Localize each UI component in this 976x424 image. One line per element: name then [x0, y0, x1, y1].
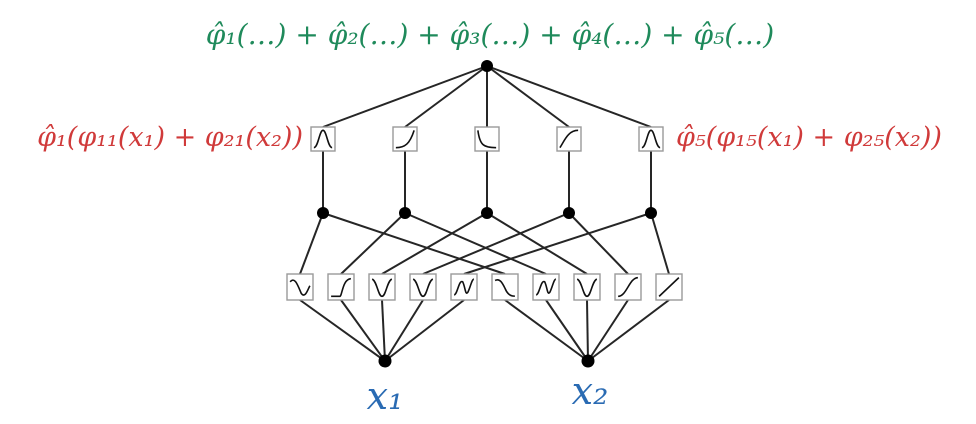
step-icon [331, 279, 351, 297]
edge-hidden-to-inner [463, 212, 652, 275]
output-sum-label: φ̂₁(…) + φ̂₂(…) + φ̂₃(…) + φ̂₄(…) + φ̂₅(… [206, 18, 774, 51]
edge-inner-to-input [381, 299, 386, 362]
top-activation-5 [639, 127, 663, 151]
edge-inner-to-input [299, 299, 386, 362]
edge-output-to-activation [404, 65, 488, 128]
inner-activation-9 [615, 274, 641, 300]
top-activation-4 [557, 127, 581, 151]
bump-icon [642, 130, 660, 147]
inner-activation-3 [369, 274, 395, 300]
edge-inner-to-input [384, 299, 465, 362]
edge-hidden-to-inner [381, 212, 488, 275]
edge-hidden-to-inner [650, 212, 670, 275]
hidden-node-4 [563, 207, 575, 219]
hidden-label-last: φ̂₅(φ₁₅(x₁) + φ₂₅(x₂)) [676, 122, 942, 153]
valley-icon [413, 279, 433, 296]
activation-boxes [287, 127, 682, 300]
inner-activation-7 [533, 274, 559, 300]
inner-activation-8 [574, 274, 600, 300]
top-activation-2 [392, 126, 418, 152]
edge-inner-to-input [384, 299, 424, 362]
double-wave-icon [536, 279, 556, 295]
edge-hidden-to-inner [404, 212, 547, 275]
edge-hidden-to-inner [486, 212, 588, 275]
edge-output-to-activation [322, 65, 488, 128]
input-node-2 [581, 354, 595, 368]
activation-box-frame [532, 273, 560, 301]
edge-output-to-activation [486, 65, 652, 128]
sigmoid-icon [618, 278, 638, 297]
linear-icon [659, 278, 679, 297]
saturating-curve-icon [560, 130, 578, 147]
top-activation-3 [475, 126, 500, 151]
edge-hidden-to-inner [340, 212, 406, 275]
edge-inner-to-input [340, 299, 386, 362]
edge-hidden-to-inner [299, 212, 324, 275]
edge-hidden-to-inner [568, 212, 629, 275]
inner-activation-4 [410, 274, 436, 300]
double-wave-icon [454, 279, 474, 295]
hidden-node-1 [317, 207, 329, 219]
valley-icon [577, 279, 597, 296]
inner-activation-6 [492, 274, 518, 300]
edge-hidden-to-inner [322, 212, 506, 275]
bump-icon [314, 130, 332, 147]
network-nodes [317, 60, 657, 368]
input-label-x1: x₁ [367, 374, 404, 418]
valley-icon [372, 279, 392, 296]
edge-inner-to-input [586, 299, 589, 362]
peak-icon [495, 280, 515, 296]
inner-activation-10 [656, 274, 682, 300]
hidden-node-2 [399, 207, 411, 219]
activation-box-frame [392, 126, 418, 152]
hidden-label-first: φ̂₁(φ₁₁(x₁) + φ₂₁(x₂)) [37, 122, 303, 153]
top-activation-1 [311, 127, 335, 151]
output-node [481, 60, 493, 72]
input-label-x2: x₂ [572, 369, 609, 413]
edge-output-to-activation [486, 65, 570, 128]
inner-activation-1 [287, 274, 313, 300]
edge-inner-to-input [545, 299, 589, 362]
input-node-1 [378, 354, 392, 368]
edge-hidden-to-inner [422, 212, 570, 275]
edge-inner-to-input [587, 299, 670, 362]
hidden-node-3 [481, 207, 493, 219]
edge-inner-to-input [587, 299, 629, 362]
rising-curve-icon [396, 130, 414, 147]
decaying-curve-icon [478, 130, 496, 147]
network-edges [299, 65, 670, 362]
inner-activation-5 [451, 274, 477, 300]
inner-activation-2 [328, 274, 354, 300]
edge-inner-to-input [504, 299, 589, 362]
hidden-node-5 [645, 207, 657, 219]
wave-icon [290, 280, 310, 295]
